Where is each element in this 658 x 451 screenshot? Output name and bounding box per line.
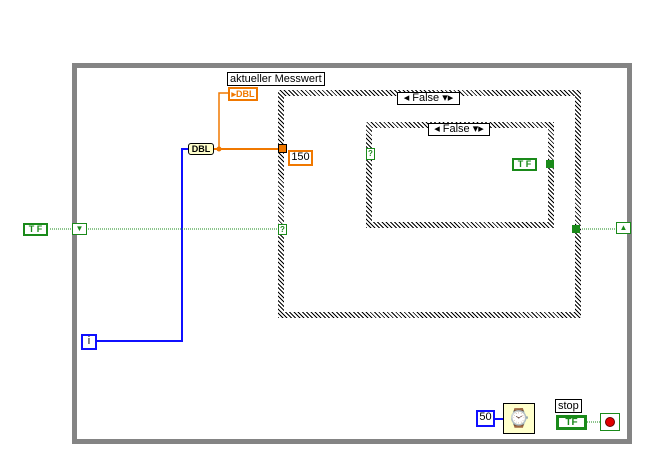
bool-constant-left[interactable]: T F [23, 223, 48, 236]
case-tunnel-numeric [278, 144, 287, 153]
inner-case-tunnel [546, 160, 554, 168]
shift-register-left[interactable]: ▼ [72, 223, 87, 235]
stop-label: stop [555, 399, 582, 413]
indicator-type: DBL [236, 89, 255, 99]
threshold-constant[interactable]: 150 [288, 150, 313, 166]
outer-case-tunnel [572, 225, 580, 233]
wire-iteration [97, 148, 188, 342]
inner-case-selector[interactable]: ◂ False ▾▸ [428, 123, 490, 136]
wait-ms-constant[interactable]: 50 [476, 410, 495, 427]
bool-value: F [525, 159, 532, 169]
wire-to-indicator [218, 92, 228, 149]
inner-case-structure[interactable] [366, 122, 554, 228]
iteration-terminal: i [81, 334, 97, 350]
selector-value: False [412, 92, 440, 104]
numeric-indicator[interactable]: ▸DBL [228, 87, 258, 101]
bool-value: F [36, 224, 43, 234]
loop-condition-terminal[interactable] [600, 413, 620, 431]
inner-case-selector-terminal: ? [366, 148, 375, 160]
wait-ms-icon[interactable]: ⌚ [503, 403, 535, 434]
outer-case-selector[interactable]: ◂ False ▾▸ [397, 92, 460, 105]
shift-register-right[interactable]: ▲ [616, 222, 631, 234]
selector-value: False [442, 123, 470, 135]
stop-icon [605, 417, 615, 427]
case-selector-terminal: ? [278, 224, 287, 235]
stop-control[interactable]: TF [556, 415, 587, 430]
bool-constant-inner[interactable]: T F [512, 158, 537, 171]
to-double-conversion[interactable]: DBL [188, 143, 214, 155]
indicator-label: aktueller Messwert [227, 72, 325, 86]
